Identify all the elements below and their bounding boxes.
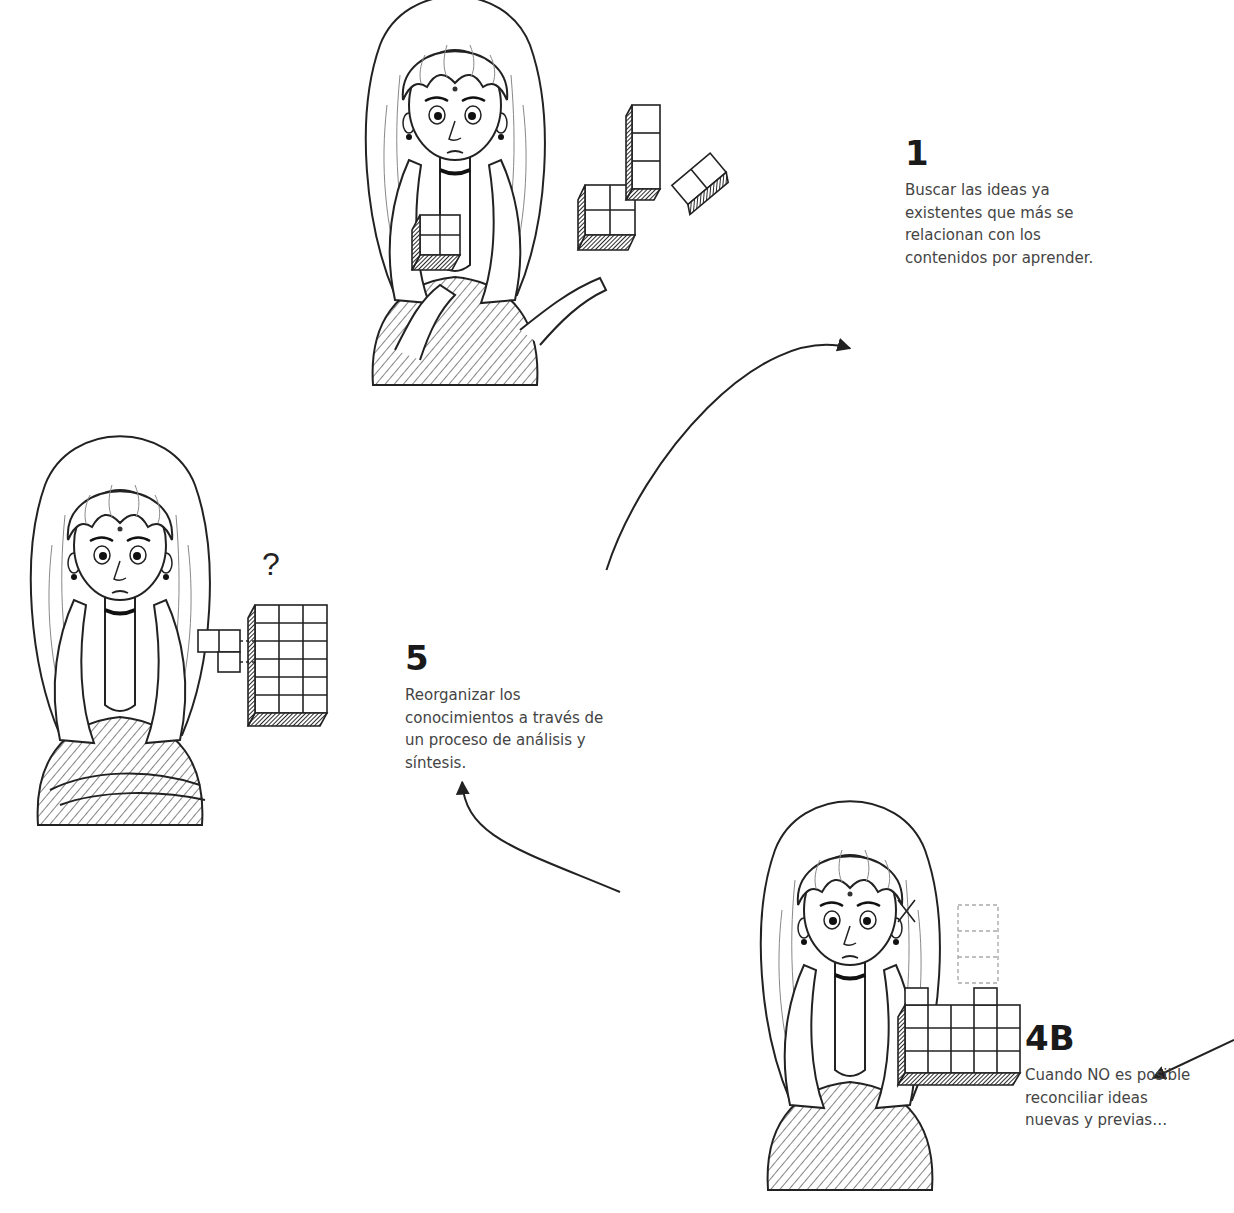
ghost-piece: [958, 905, 998, 983]
question-mark: ?: [262, 546, 280, 583]
step-description: Cuando NO es posible reconciliar ideas n…: [1025, 1064, 1197, 1132]
step-text-group: 4B Cuando NO es posible reconciliar ideas…: [1025, 1020, 1197, 1132]
block-wall: [898, 988, 1020, 1085]
step-text-group: 1Buscar las ideas ya existentes que más …: [905, 135, 1100, 269]
step-text-group: 5Reorganizar los conocimientos a través …: [405, 640, 617, 774]
block-pieces: [412, 105, 732, 270]
block-pieces: [198, 605, 327, 726]
step-number: 5: [405, 640, 617, 676]
step-number: 4B: [1025, 1020, 1197, 1056]
woman-figure: [761, 801, 940, 1190]
woman-figure: [31, 436, 210, 825]
step-description: Buscar las ideas ya existentes que más s…: [905, 179, 1100, 269]
hand: [520, 278, 606, 345]
woman-figure: [366, 0, 545, 385]
crossed-arms: [50, 774, 205, 805]
hand: [395, 285, 455, 360]
step-description: Reorganizar los conocimientos a través d…: [405, 684, 617, 774]
cycle-arrow: [462, 782, 620, 892]
step-number: 1: [905, 135, 1100, 171]
step-node: 1Buscar las ideas ya existentes que más …: [850, 130, 1104, 355]
step-node: 4B Cuando NO es posible reconciliar ideas…: [620, 830, 1234, 1213]
cycle-arrow: [606, 345, 850, 570]
cross-mark: [898, 900, 915, 922]
step-node: 5Reorganizar los conocimientos a través …: [400, 570, 622, 782]
